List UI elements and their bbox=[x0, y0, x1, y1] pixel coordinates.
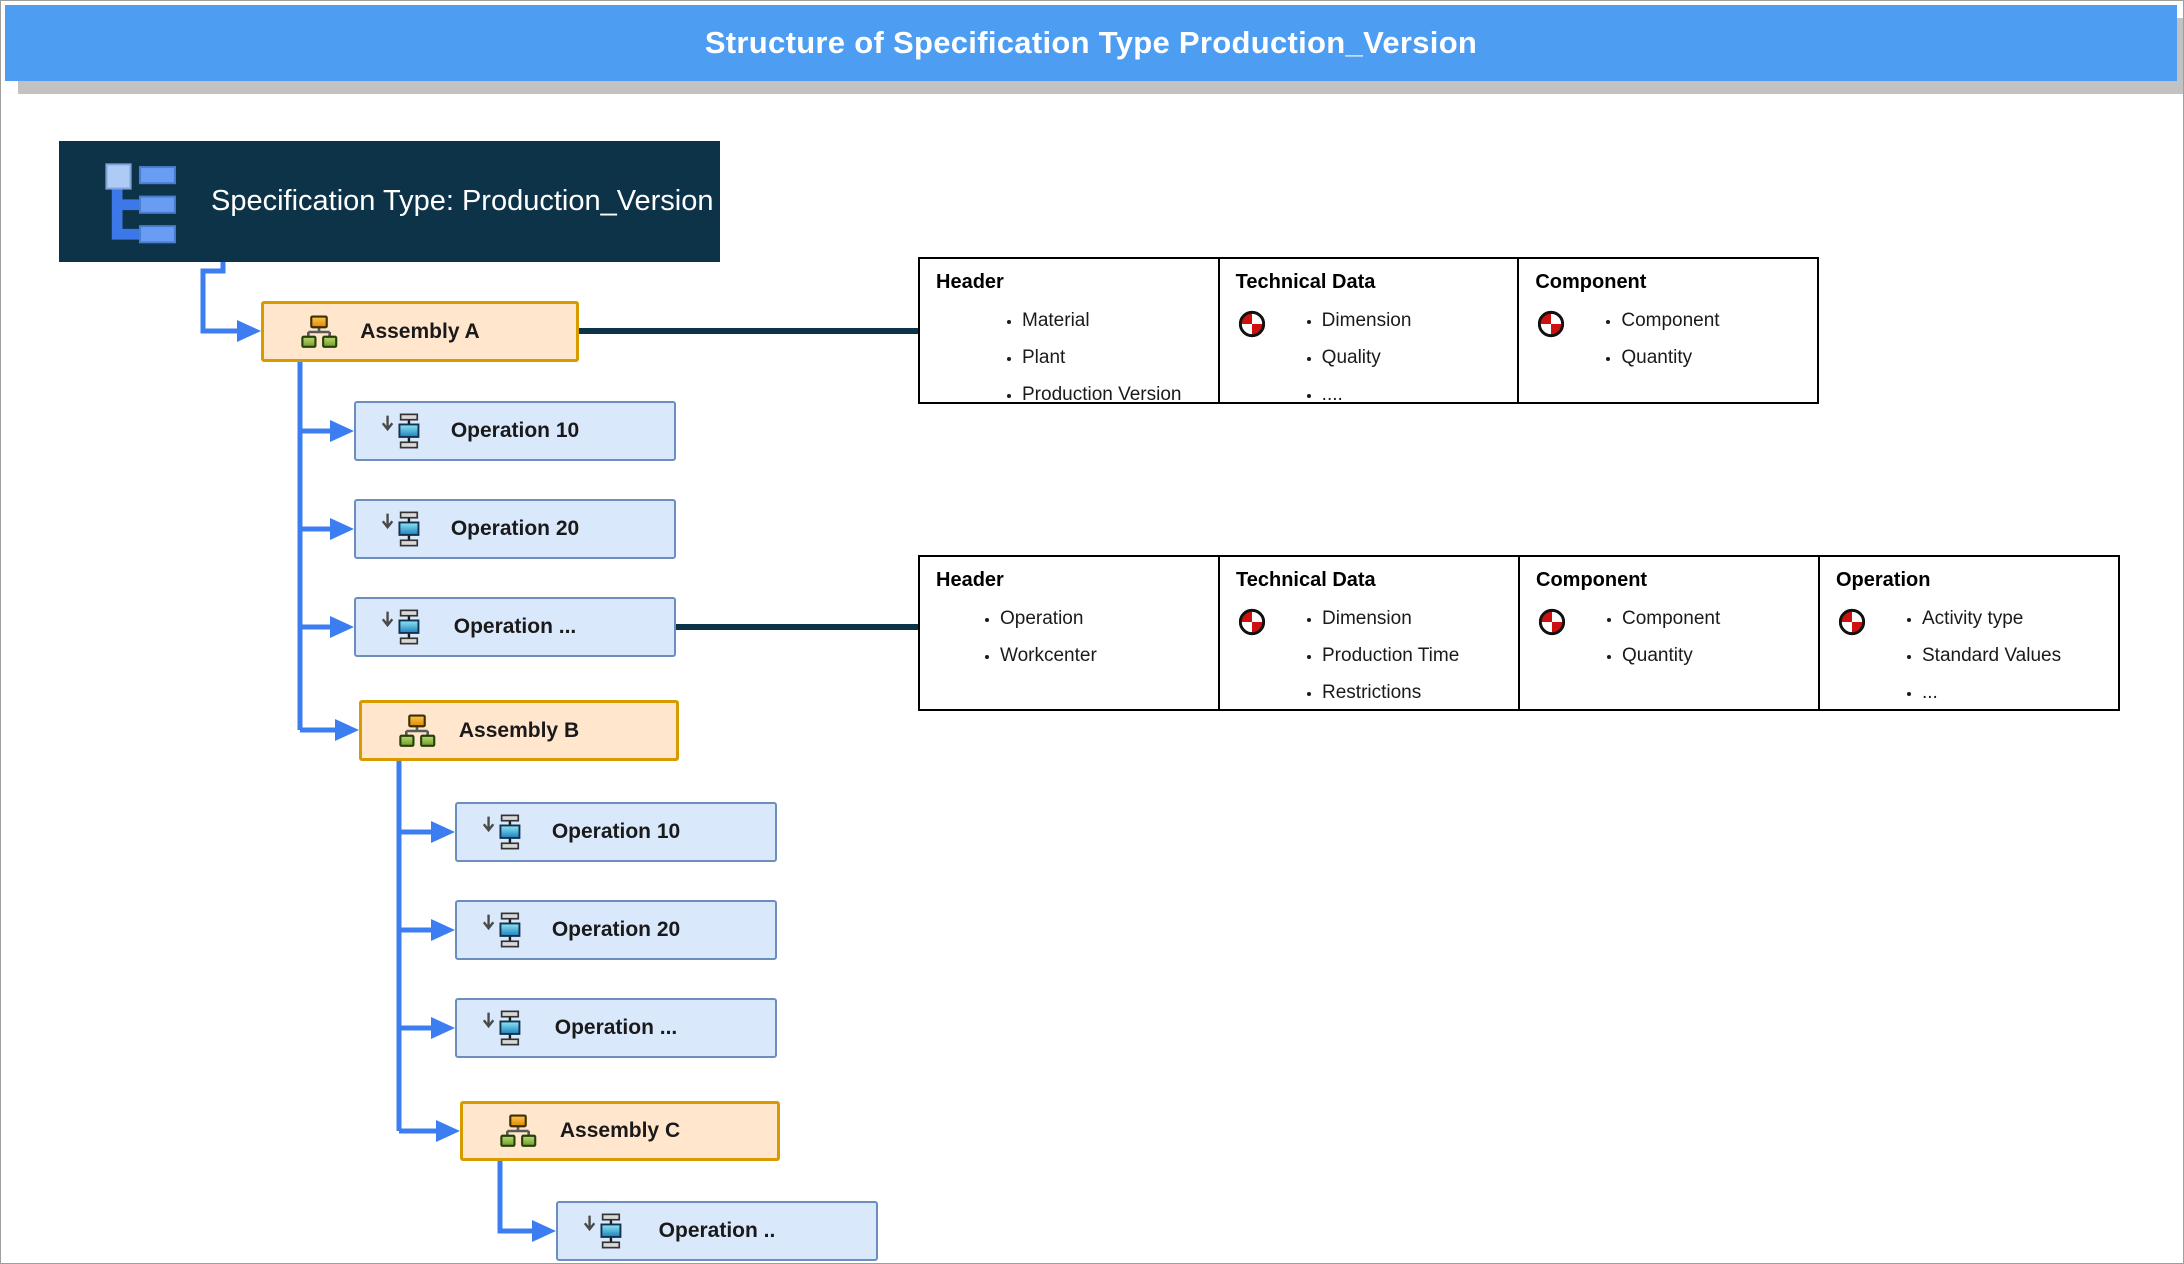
column-title: Header bbox=[936, 271, 1004, 293]
column-title: Operation bbox=[1836, 569, 1931, 591]
quadrant-circle-icon bbox=[1538, 608, 1566, 636]
quadrant-circle-icon bbox=[1838, 608, 1866, 636]
quadrant-circle-icon bbox=[1537, 310, 1565, 338]
spec-type-label: Specification Type: Production_Version bbox=[211, 185, 714, 217]
assembly-detail-table: Header Material Plant Production Version… bbox=[918, 257, 1819, 405]
quadrant-circle-icon bbox=[1238, 310, 1266, 338]
node-assembly-b: Assembly B bbox=[359, 700, 679, 761]
table1-col-header: Header Material Plant Production Version bbox=[920, 259, 1218, 405]
bullet-list: Material Plant Production Version bbox=[936, 302, 1204, 413]
table2-col-technical-data: Technical Data Dimension Production Time… bbox=[1218, 557, 1518, 709]
column-title: Component bbox=[1536, 569, 1648, 591]
table2-col-header: Header Operation Workcenter bbox=[920, 557, 1218, 709]
node-label: Operation 20 bbox=[551, 918, 681, 941]
bullet-list: Activity type Standard Values ... bbox=[1876, 600, 2104, 711]
spec-type-box: Specification Type: Production_Version bbox=[59, 141, 720, 262]
bullet-list: Component Quantity bbox=[1576, 600, 1804, 674]
bullet-list: Operation Workcenter bbox=[936, 600, 1204, 674]
node-operation-b-etc: Operation ... bbox=[455, 998, 777, 1058]
bullet-list: Component Quantity bbox=[1575, 302, 1803, 376]
column-title: Component bbox=[1535, 271, 1647, 293]
column-title: Technical Data bbox=[1235, 271, 1376, 293]
table1-col-component: Component Component Quantity bbox=[1517, 259, 1817, 402]
title-bar: Structure of Specification Type Producti… bbox=[5, 5, 2177, 81]
node-operation-b-20: Operation 20 bbox=[455, 900, 777, 960]
node-label: Operation 10 bbox=[450, 419, 580, 442]
node-label: Operation ... bbox=[453, 615, 577, 638]
bullet-list: Dimension Production Time Restrictions bbox=[1276, 600, 1504, 711]
bullet-list: Dimension Quality .... bbox=[1276, 302, 1504, 413]
node-label: Operation 10 bbox=[551, 820, 681, 843]
page-title: Structure of Specification Type Producti… bbox=[704, 25, 1478, 60]
node-operation-a-20: Operation 20 bbox=[354, 499, 676, 559]
table1-col-technical-data: Technical Data Dimension Quality .... bbox=[1217, 259, 1518, 405]
operation-detail-table: Header Operation Workcenter Technical Da… bbox=[918, 555, 2120, 711]
table2-col-operation: Operation Activity type Standard Values … bbox=[1818, 557, 2118, 709]
node-label: Operation 20 bbox=[450, 517, 580, 540]
node-label: Assembly A bbox=[360, 319, 480, 343]
node-label: Operation ... bbox=[554, 1016, 678, 1039]
table2-col-component: Component Component Quantity bbox=[1518, 557, 1818, 709]
node-operation-a-10: Operation 10 bbox=[354, 401, 676, 461]
tree-icon bbox=[99, 159, 181, 245]
node-label: Operation .. bbox=[658, 1219, 776, 1242]
node-assembly-a: Assembly A bbox=[261, 301, 579, 362]
node-assembly-c: Assembly C bbox=[460, 1101, 780, 1161]
node-operation-b-10: Operation 10 bbox=[455, 802, 777, 862]
node-operation-a-etc: Operation ... bbox=[354, 597, 676, 657]
column-title: Technical Data bbox=[1236, 569, 1376, 591]
column-title: Header bbox=[936, 569, 1004, 591]
node-label: Assembly B bbox=[458, 718, 580, 742]
node-operation-c-etc: Operation .. bbox=[556, 1201, 878, 1261]
quadrant-circle-icon bbox=[1238, 608, 1266, 636]
node-label: Assembly C bbox=[559, 1119, 681, 1142]
